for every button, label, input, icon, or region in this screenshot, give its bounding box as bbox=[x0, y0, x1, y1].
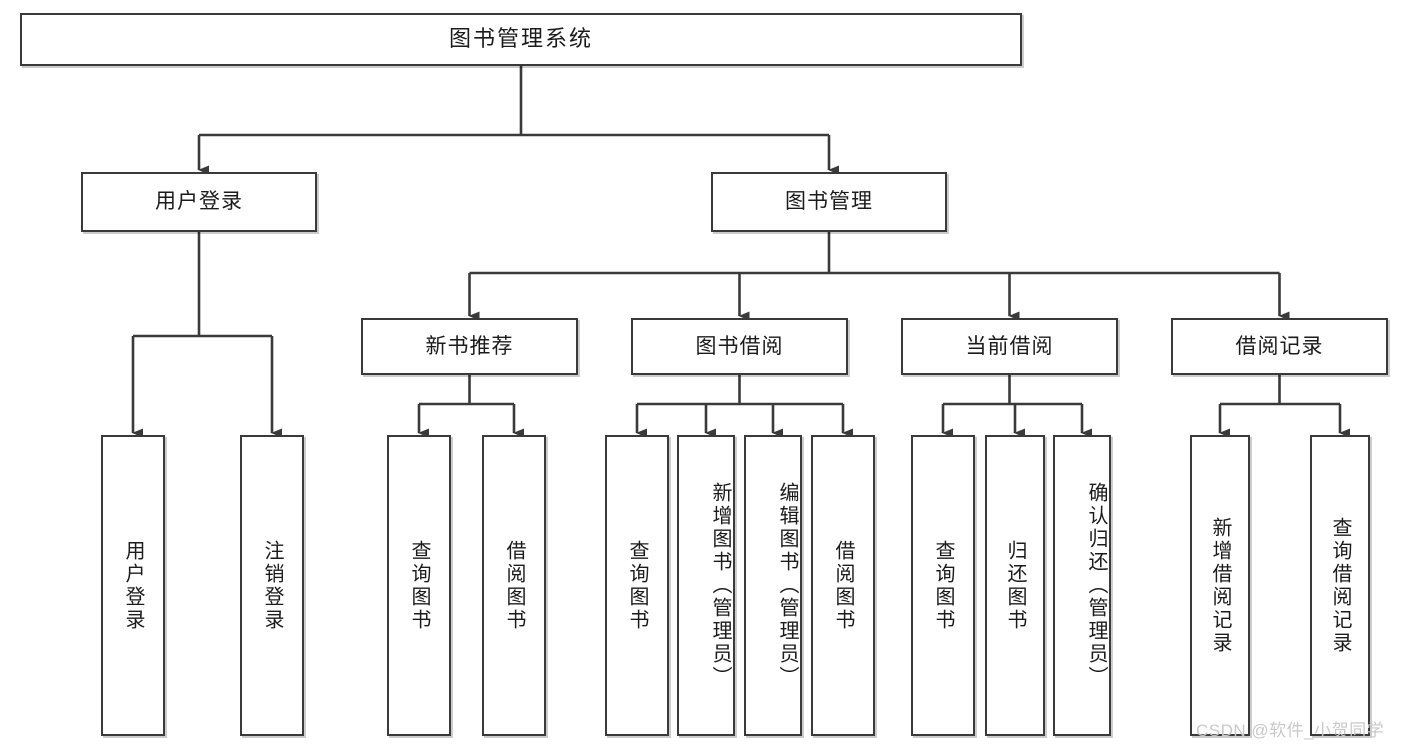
leaf-query-book-borrowing[interactable]: 查询图书 bbox=[605, 435, 669, 736]
leaf-borrow-book-borrowing[interactable]: 借阅图书 bbox=[811, 435, 875, 736]
leaf-edit-book-admin[interactable]: 编辑图书（管理员） bbox=[744, 435, 802, 736]
node-new-book-recommendation[interactable]: 新书推荐 bbox=[361, 318, 578, 375]
node-borrowing-record[interactable]: 借阅记录 bbox=[1171, 318, 1388, 375]
node-current-borrowing[interactable]: 当前借阅 bbox=[901, 318, 1118, 375]
leaf-query-book-newbook[interactable]: 查询图书 bbox=[387, 435, 451, 736]
leaf-borrow-book-newbook[interactable]: 借阅图书 bbox=[482, 435, 546, 736]
leaf-user-login[interactable]: 用户登录 bbox=[101, 435, 165, 736]
node-root[interactable]: 图书管理系统 bbox=[20, 13, 1022, 66]
node-user-login[interactable]: 用户登录 bbox=[81, 172, 317, 232]
leaf-logout[interactable]: 注销登录 bbox=[240, 435, 304, 736]
leaf-query-borrow-record[interactable]: 查询借阅记录 bbox=[1310, 435, 1370, 736]
leaf-add-borrow-record[interactable]: 新增借阅记录 bbox=[1190, 435, 1250, 736]
leaf-return-book[interactable]: 归还图书 bbox=[985, 435, 1045, 736]
leaf-add-book-admin[interactable]: 新增图书（管理员） bbox=[677, 435, 735, 736]
csdn-watermark: CSDN @软件_小贺同学 bbox=[1196, 721, 1385, 740]
node-book-management[interactable]: 图书管理 bbox=[711, 172, 947, 232]
leaf-query-book-current[interactable]: 查询图书 bbox=[911, 435, 975, 736]
leaf-confirm-return-admin[interactable]: 确认归还（管理员） bbox=[1053, 435, 1111, 736]
node-book-borrowing[interactable]: 图书借阅 bbox=[631, 318, 848, 375]
